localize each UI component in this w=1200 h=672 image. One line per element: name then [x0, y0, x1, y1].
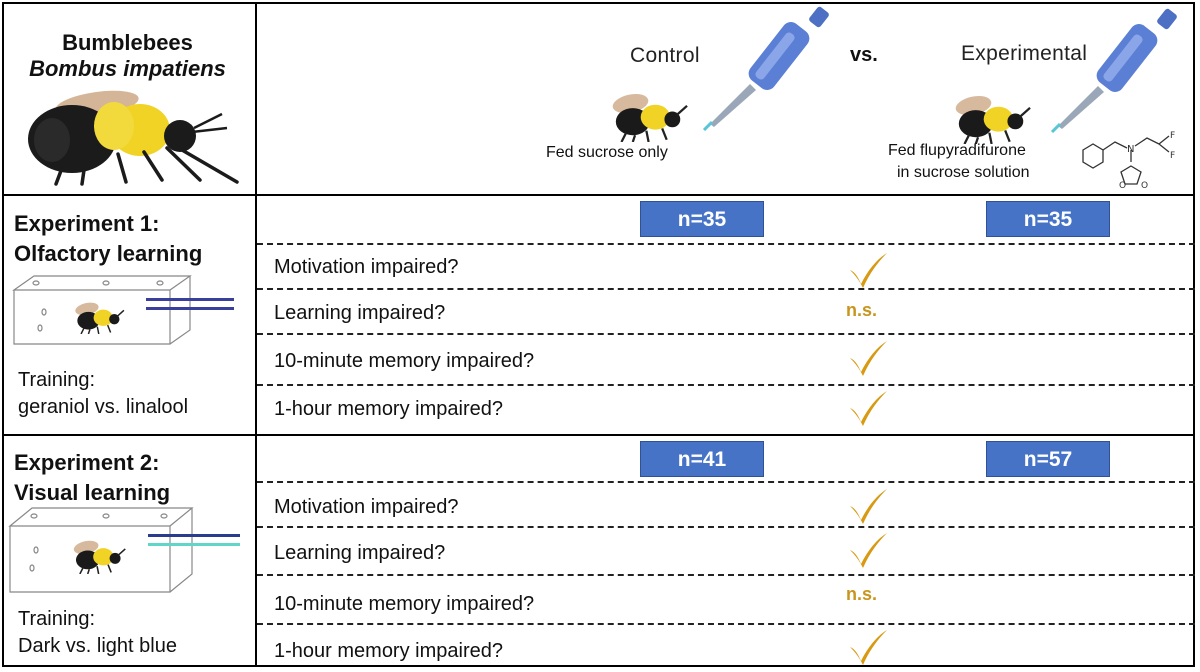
experimental-bee-icon [955, 92, 1035, 144]
dashed-divider [257, 384, 1195, 386]
experiment-1-question-10min-memory: 10-minute memory impaired? [274, 350, 535, 372]
check-icon [846, 530, 890, 570]
subject-species: Bombus impatiens [29, 56, 226, 81]
experiment-1-control-n-badge: n=35 [640, 201, 764, 237]
svg-text:N: N [1127, 144, 1134, 155]
experimental-label: Experimental [961, 42, 1088, 65]
experiment-1-subtitle: Olfactory learning [14, 241, 203, 266]
bumblebee-illustration [28, 90, 239, 186]
control-bee-icon [612, 90, 692, 142]
svg-text:O: O [1141, 181, 1148, 190]
experiment-2-question-1h-memory: 1-hour memory impaired? [274, 640, 503, 662]
experiment-2-training-stimuli: Dark vs. light blue [18, 635, 177, 657]
experiment-1-question-motivation: Motivation impaired? [274, 256, 459, 278]
visual-arena-illustration [8, 507, 240, 593]
experiment-2-result-10min-memory: n.s. [846, 584, 878, 604]
experimental-description-line2: in sucrose solution [897, 164, 1030, 181]
chemical-structure-icon: N F F O O [1082, 131, 1175, 190]
check-icon [846, 627, 890, 667]
dashed-divider [257, 288, 1195, 290]
experiment-2-control-n-badge: n=41 [640, 441, 764, 477]
experiment-1-training-stimuli: geraniol vs. linalool [18, 396, 189, 418]
experiment-1-result-learning: n.s. [846, 300, 878, 320]
check-icon [846, 338, 890, 378]
pipette-icon [702, 6, 829, 131]
check-icon [846, 486, 890, 526]
svg-text:F: F [1170, 151, 1175, 161]
experiment-1-experimental-n-badge: n=35 [986, 201, 1110, 237]
experiment-1-training-label: Training: [18, 369, 96, 391]
check-icon [846, 250, 890, 290]
pipette-icon [1050, 8, 1177, 133]
dashed-divider [257, 333, 1195, 335]
experiment-2-question-10min-memory: 10-minute memory impaired? [274, 593, 535, 615]
vs-label: vs. [850, 44, 878, 66]
experiment-1-question-learning: Learning impaired? [274, 302, 446, 324]
row-divider-header [2, 194, 1195, 196]
row-divider-experiments [2, 434, 1195, 436]
dashed-divider [257, 574, 1195, 576]
svg-text:O: O [1119, 181, 1126, 190]
control-label: Control [630, 44, 700, 67]
experiment-2-training-label: Training: [18, 608, 96, 630]
experiment-2-question-learning: Learning impaired? [274, 542, 446, 564]
experiment-2-question-motivation: Motivation impaired? [274, 496, 459, 518]
experimental-description-line1: Fed flupyradifurone [888, 142, 1026, 159]
dashed-divider [257, 526, 1195, 528]
column-divider [255, 2, 257, 667]
experiment-2-experimental-n-badge: n=57 [986, 441, 1110, 477]
check-icon [846, 388, 890, 428]
experiment-2-subtitle: Visual learning [14, 480, 171, 505]
experiment-2-title: Experiment 2: [14, 450, 160, 475]
svg-text:F: F [1170, 131, 1175, 141]
dashed-divider [257, 243, 1195, 245]
experiment-1-title: Experiment 1: [14, 211, 160, 236]
olfactory-arena-illustration [12, 275, 234, 345]
control-description: Fed sucrose only [546, 144, 668, 161]
dashed-divider [257, 623, 1195, 625]
experiment-1-question-1h-memory: 1-hour memory impaired? [274, 398, 503, 420]
subject-title: Bumblebees [62, 30, 193, 55]
dashed-divider [257, 481, 1195, 483]
